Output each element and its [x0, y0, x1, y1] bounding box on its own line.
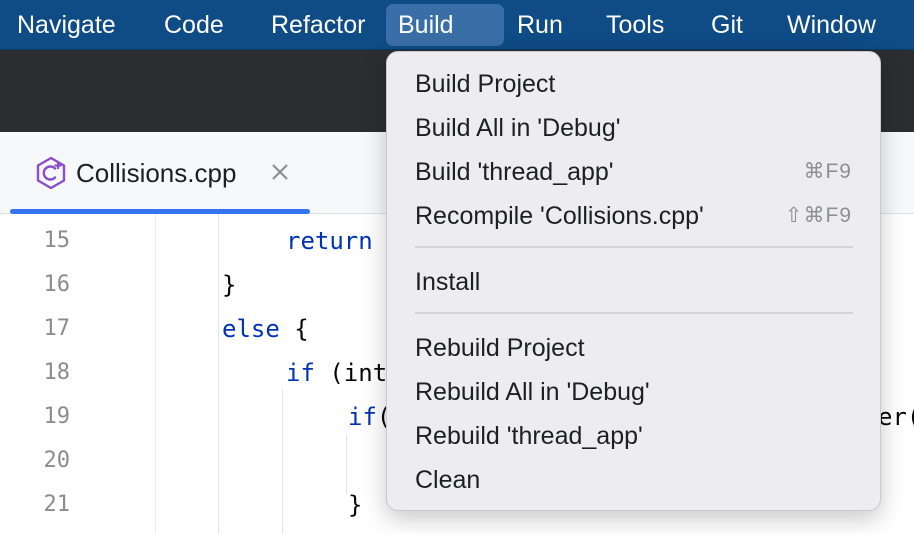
menu-item-label: Build All in 'Debug'	[415, 114, 621, 142]
menu-tools[interactable]: Tools	[606, 11, 665, 39]
line-number: 17	[43, 316, 71, 341]
code-line: 17 else {	[0, 307, 914, 351]
indent-guide	[282, 390, 283, 534]
code-line: 18 if (int	[0, 351, 914, 395]
menu-build[interactable]: Build	[386, 4, 504, 46]
code-text: }	[222, 271, 237, 299]
menu-item-label: Install	[415, 268, 481, 296]
menu-item-rebuild-project[interactable]: Rebuild Project	[387, 326, 880, 370]
menu-window[interactable]: Window	[787, 11, 876, 39]
code-text: return	[286, 227, 373, 255]
line-number: 20	[43, 448, 71, 473]
menu-item-clean[interactable]: Clean	[387, 458, 880, 502]
menu-item-rebuild-all-debug[interactable]: Rebuild All in 'Debug'	[387, 370, 880, 414]
menu-item-recompile-collisions[interactable]: Recompile 'Collisions.cpp' ⇧⌘F9	[387, 194, 880, 238]
line-number: 19	[43, 404, 71, 429]
menu-item-label: Clean	[415, 466, 481, 494]
menu-item-label: Recompile 'Collisions.cpp'	[415, 202, 704, 230]
code-line: 21 }	[0, 483, 914, 527]
menu-bar: Navigate Code Refactor Build Run Tools G…	[0, 0, 914, 50]
code-line: 20	[0, 439, 914, 483]
menu-item-label: Rebuild 'thread_app'	[415, 422, 643, 450]
menu-run[interactable]: Run	[517, 11, 563, 39]
menu-git[interactable]: Git	[711, 11, 743, 39]
code-text: else {	[222, 315, 309, 343]
menu-item-label: Rebuild All in 'Debug'	[415, 378, 650, 406]
cpp-file-icon	[34, 156, 68, 190]
menu-navigate[interactable]: Navigate	[17, 11, 116, 39]
menu-item-install[interactable]: Install	[387, 260, 880, 304]
close-icon[interactable]	[268, 160, 292, 184]
line-number: 16	[43, 272, 71, 297]
menu-item-label: Build 'thread_app'	[415, 158, 614, 186]
line-number: 21	[43, 492, 71, 517]
line-number: 18	[43, 360, 71, 385]
menu-item-label: Build Project	[415, 70, 556, 98]
code-text: if (int	[286, 359, 388, 387]
menu-item-build-all-debug[interactable]: Build All in 'Debug'	[387, 106, 880, 150]
code-line: 16 }	[0, 263, 914, 307]
menu-item-build-thread-app[interactable]: Build 'thread_app' ⌘F9	[387, 150, 880, 194]
menu-separator	[415, 246, 853, 248]
tab-collisions-cpp[interactable]: Collisions.cpp	[10, 132, 310, 214]
menu-item-label: Rebuild Project	[415, 334, 585, 362]
code-text: }	[348, 491, 363, 519]
build-menu-dropdown: Build Project Build All in 'Debug' Build…	[386, 51, 881, 511]
menu-separator	[415, 312, 853, 314]
indent-guide	[218, 214, 219, 534]
menu-code[interactable]: Code	[164, 11, 224, 39]
menu-refactor[interactable]: Refactor	[271, 11, 366, 39]
code-fragment: er(	[878, 403, 914, 431]
code-text: if(	[348, 403, 392, 431]
shortcut-hint: ⌘F9	[803, 160, 852, 183]
line-number: 15	[43, 228, 71, 253]
indent-guide	[346, 434, 347, 494]
active-tab-indicator	[10, 209, 310, 214]
code-line: 15 return	[0, 219, 914, 263]
menu-item-build-project[interactable]: Build Project	[387, 62, 880, 106]
menu-item-rebuild-thread-app[interactable]: Rebuild 'thread_app'	[387, 414, 880, 458]
tab-label: Collisions.cpp	[76, 158, 237, 188]
gutter-divider	[155, 214, 156, 534]
shortcut-hint: ⇧⌘F9	[784, 204, 852, 227]
code-line: 19 if( er(	[0, 395, 914, 439]
